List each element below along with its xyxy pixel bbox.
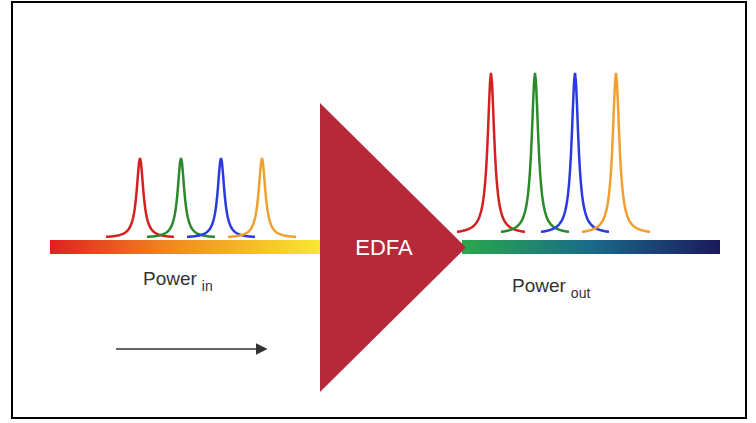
signal-peak bbox=[457, 73, 525, 232]
power-subscript: out bbox=[571, 285, 590, 301]
power-label: Power bbox=[512, 275, 566, 297]
output-spectrum-bar bbox=[462, 240, 720, 254]
signal-peak bbox=[228, 158, 296, 237]
direction-arrow bbox=[116, 348, 266, 350]
signal-peak bbox=[187, 158, 255, 237]
frame bbox=[12, 2, 746, 418]
signal-peak bbox=[501, 73, 569, 232]
signal-peak bbox=[541, 73, 609, 232]
signal-peak bbox=[106, 158, 174, 237]
signal-peak bbox=[147, 158, 215, 237]
power-subscript: in bbox=[202, 278, 213, 294]
power-label: Power bbox=[143, 268, 197, 290]
amplifier-label: EDFA bbox=[355, 235, 412, 261]
signal-peak bbox=[582, 73, 650, 232]
input-spectrum-bar bbox=[50, 240, 320, 254]
amplifier-triangle: EDFA bbox=[320, 103, 466, 392]
